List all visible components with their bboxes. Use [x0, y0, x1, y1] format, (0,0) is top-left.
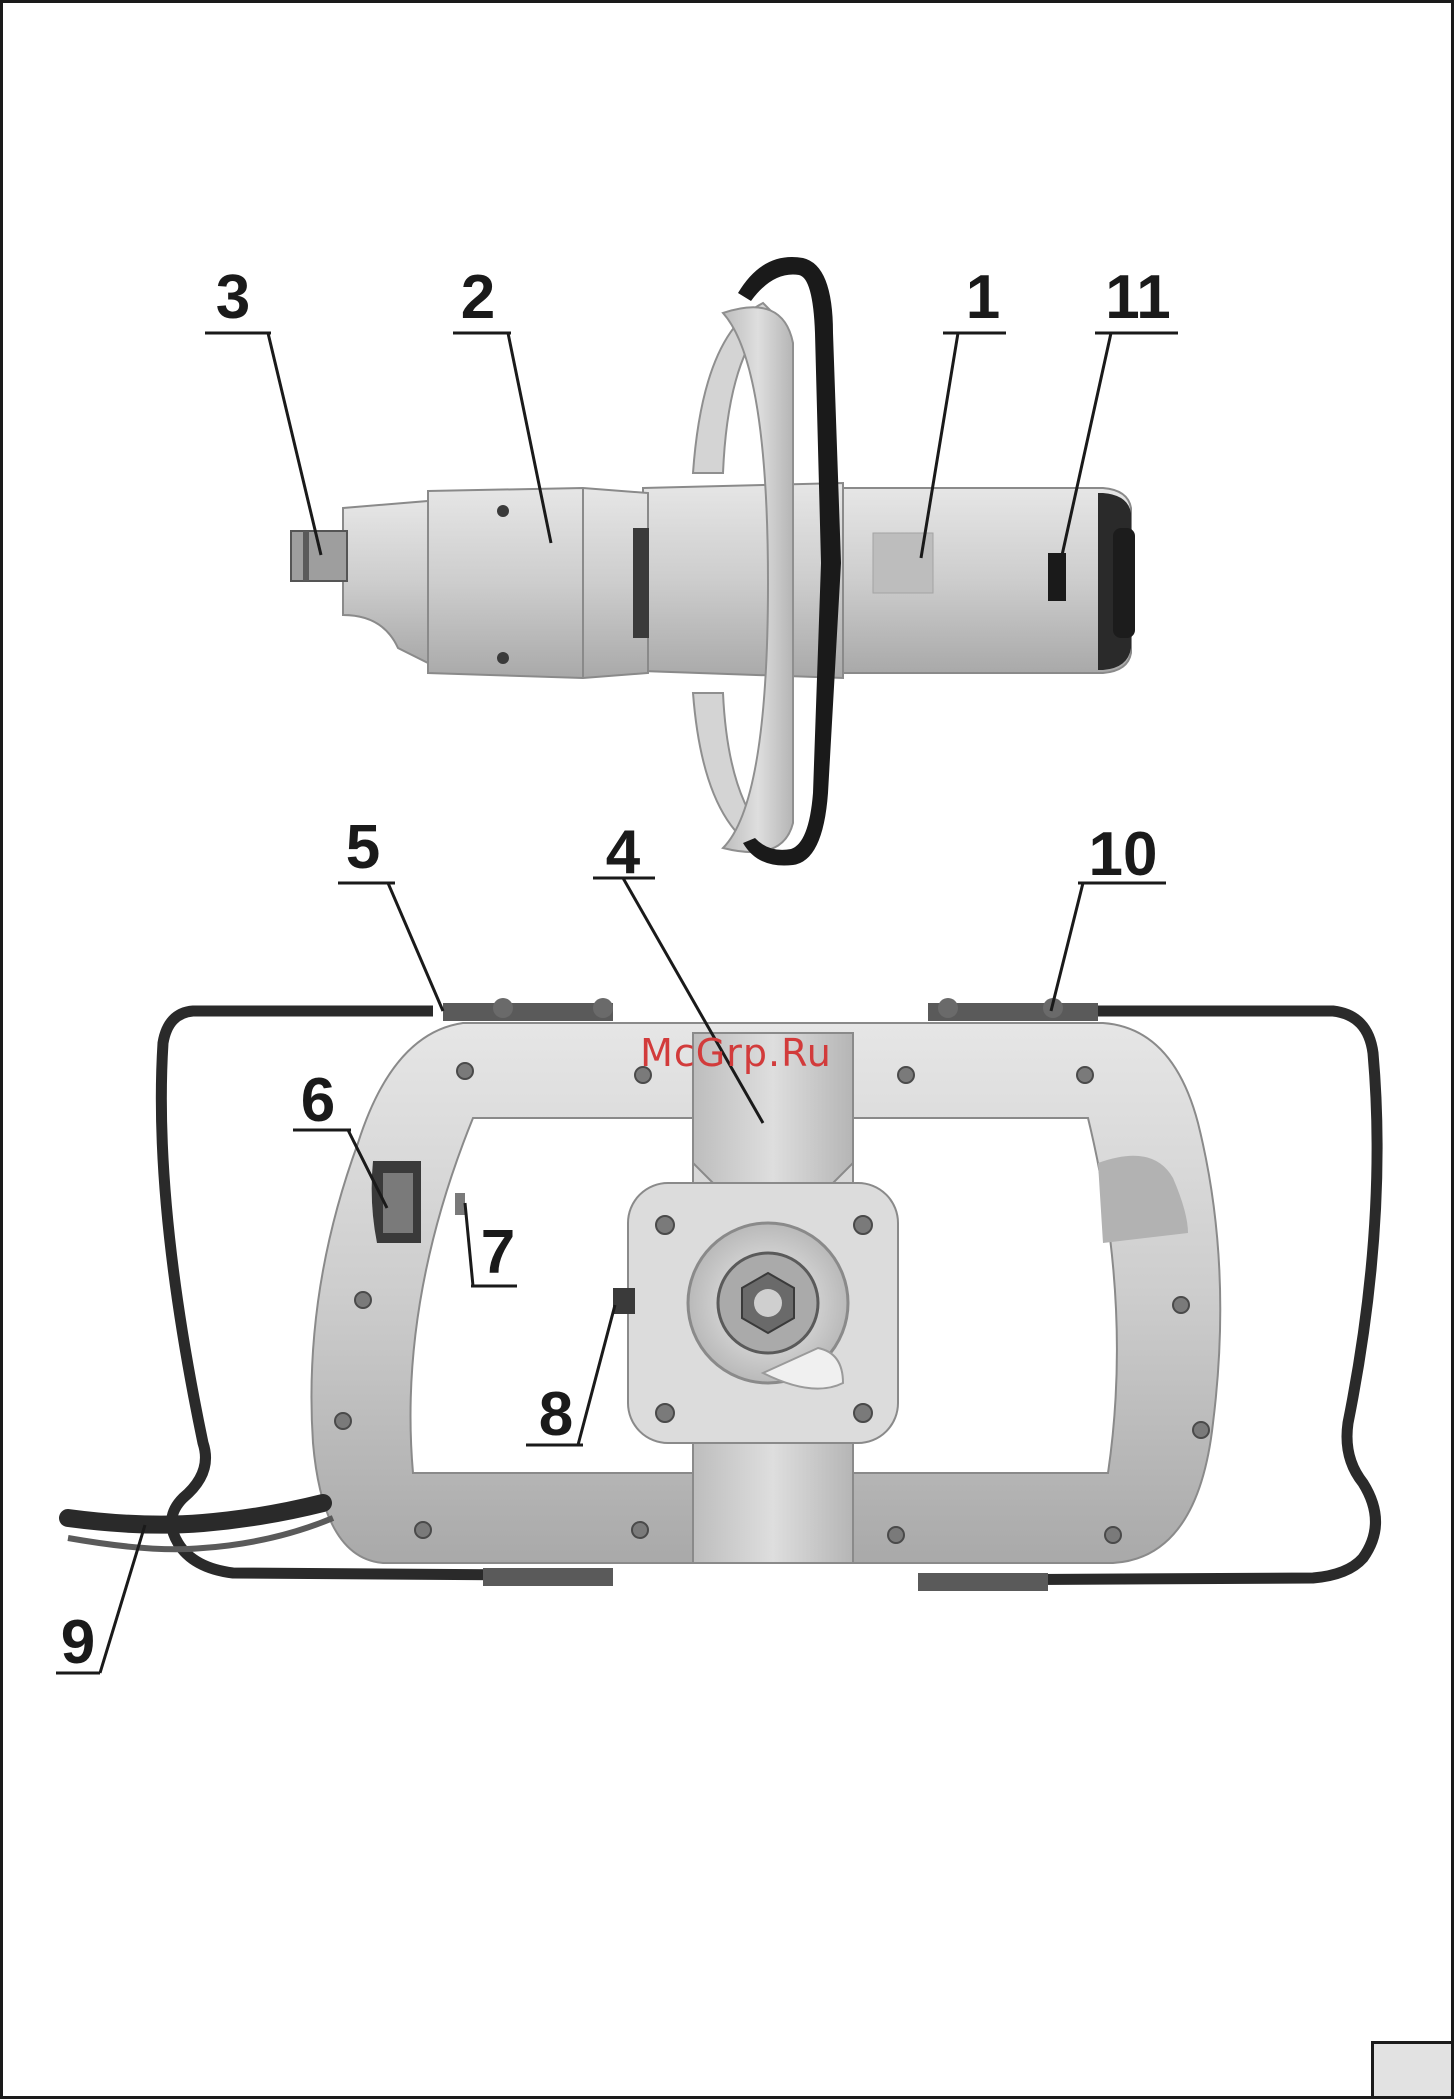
frame-plate-left [443, 1003, 613, 1021]
spindle-lock-button [613, 1288, 635, 1314]
callout-10: 10 [1089, 820, 1158, 889]
lock-button [455, 1193, 465, 1215]
callout-numbers: 3 2 1 11 5 4 10 6 7 8 9 [61, 263, 1171, 1677]
callout-9: 9 [61, 1608, 95, 1677]
spindle [291, 531, 347, 581]
speed-dial [1113, 528, 1135, 638]
callout-6: 6 [301, 1066, 335, 1135]
callout-1: 1 [966, 263, 1000, 332]
callout-7: 7 [481, 1218, 515, 1287]
mixer-diagram: 3 2 1 11 5 4 10 6 7 8 9 McGrp.Ru [3, 3, 1454, 2099]
side-latch [633, 528, 649, 638]
callout-8: 8 [539, 1380, 573, 1449]
central-housing [643, 483, 843, 678]
callout-3: 3 [216, 263, 250, 332]
callout-4: 4 [606, 818, 641, 887]
callout-11: 11 [1105, 263, 1171, 332]
watermark: McGrp.Ru [640, 1031, 832, 1075]
mixer-side-view [291, 257, 1135, 866]
callout-5: 5 [346, 813, 380, 882]
page-number-box [1371, 2041, 1451, 2096]
gearbox-housing [428, 488, 648, 678]
mixer-front-view [68, 998, 1377, 1591]
front-neck [343, 501, 428, 663]
power-cord [68, 1503, 323, 1525]
callout-2: 2 [461, 263, 495, 332]
